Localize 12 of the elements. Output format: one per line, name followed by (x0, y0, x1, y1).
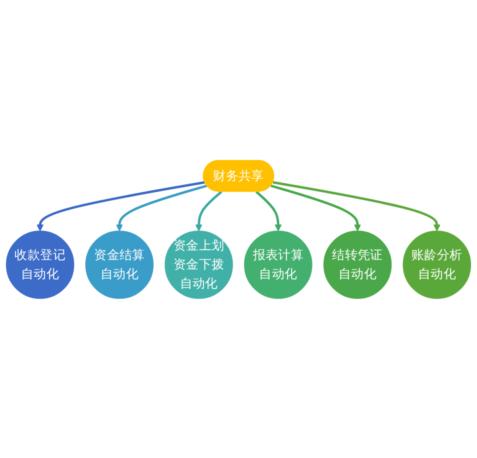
arrow (256, 190, 282, 231)
arrow (272, 180, 440, 231)
arrow (116, 184, 208, 231)
arrow (270, 184, 362, 231)
node-circle: 收款登记自动化 (6, 230, 74, 298)
node-circle: 报表计算自动化 (244, 230, 312, 298)
node-circle: 账龄分析自动化 (402, 230, 472, 298)
arrow (195, 190, 222, 231)
node-circle: 资金结算自动化 (85, 230, 154, 298)
arrow (36, 180, 206, 231)
node-circle: 资金上划资金下拨自动化 (164, 230, 233, 298)
node-circle: 结转凭证自动化 (323, 230, 392, 298)
